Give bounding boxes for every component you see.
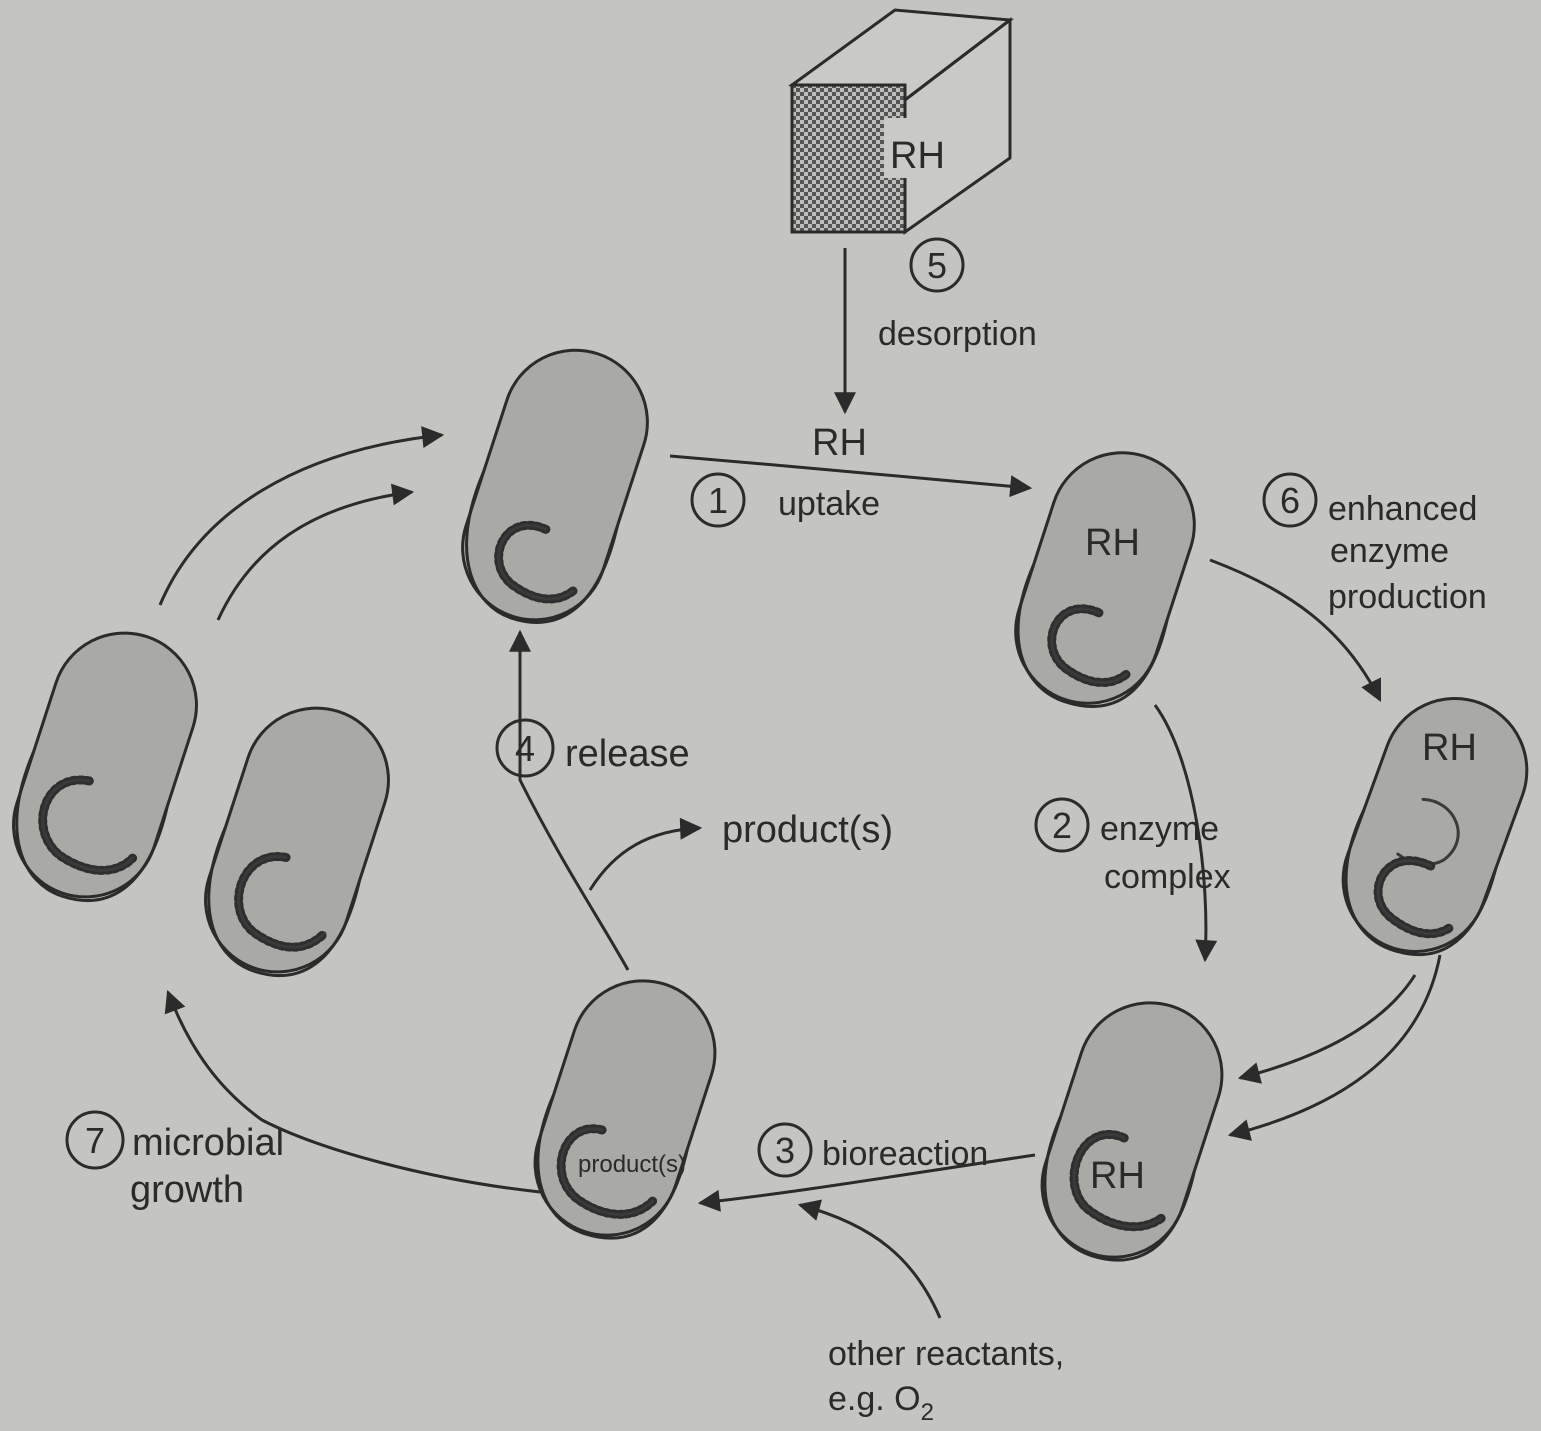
daughter-cell-left bbox=[12, 631, 198, 902]
svg-text:1: 1 bbox=[708, 480, 728, 521]
step-2-marker: 2 bbox=[1034, 797, 1090, 853]
step-1-marker: 1 bbox=[690, 472, 746, 528]
uptake-arrow bbox=[669, 454, 1033, 498]
enzyme-label-line2: complex bbox=[1104, 858, 1231, 896]
bioreaction-arrow bbox=[697, 1153, 1036, 1212]
products-out-label: product(s) bbox=[722, 809, 893, 851]
cell-induced bbox=[1341, 696, 1529, 957]
growth-label-line1: microbial bbox=[132, 1122, 284, 1164]
bioreaction-label: bioreaction bbox=[822, 1135, 988, 1173]
svg-text:5: 5 bbox=[927, 245, 947, 286]
desorption-label: desorption bbox=[878, 315, 1037, 353]
release-label: release bbox=[565, 733, 690, 775]
svg-text:4: 4 bbox=[515, 728, 535, 769]
enhanced-production-arrow bbox=[1209, 558, 1382, 702]
enhanced-label-line3: production bbox=[1328, 578, 1487, 616]
step-4-marker: 4 bbox=[495, 718, 555, 778]
step-5-marker: 5 bbox=[909, 237, 965, 293]
recycle-arrow-outer bbox=[158, 426, 445, 606]
products-inside-label: product(s) bbox=[578, 1151, 686, 1178]
reactants-label-line2: e.g. O2 bbox=[828, 1380, 934, 1426]
cube-rh-label: RH bbox=[890, 135, 945, 177]
induced-to-reaction-arrow-2 bbox=[1227, 954, 1442, 1141]
cell-rh-label-a: RH bbox=[1085, 522, 1140, 564]
daughter-cell-right bbox=[204, 706, 390, 977]
cell-rh-uptaken bbox=[1014, 451, 1196, 708]
step-3-marker: 3 bbox=[757, 1122, 813, 1178]
soil-particle-cube: RH bbox=[788, 8, 1014, 235]
release-arrow bbox=[509, 629, 630, 971]
step-7-marker: 7 bbox=[65, 1110, 125, 1170]
svg-text:6: 6 bbox=[1280, 480, 1300, 521]
enzyme-label-line1: enzyme bbox=[1100, 810, 1219, 848]
recycle-arrow-inner bbox=[216, 483, 415, 621]
cell-enzyme-complex bbox=[1040, 1001, 1224, 1262]
svg-text:7: 7 bbox=[85, 1120, 105, 1161]
enhanced-label-line1: enhanced bbox=[1328, 490, 1477, 528]
reactants-label-line1: other reactants, bbox=[828, 1335, 1064, 1373]
svg-text:3: 3 bbox=[775, 1130, 795, 1171]
enhanced-label-line2: enzyme bbox=[1330, 532, 1449, 570]
reactants-arrow bbox=[797, 1199, 942, 1319]
uptake-label: uptake bbox=[778, 485, 880, 523]
cell-rh-label-c: RH bbox=[1090, 1155, 1145, 1197]
cell-rh-label-b: RH bbox=[1422, 727, 1477, 769]
growth-arrow bbox=[164, 989, 541, 1194]
step-6-marker: 6 bbox=[1262, 472, 1318, 528]
cell-top bbox=[461, 348, 649, 624]
induced-to-reaction-arrow-1 bbox=[1237, 974, 1417, 1084]
cell-products bbox=[533, 979, 717, 1240]
free-rh-label: RH bbox=[812, 422, 867, 464]
products-out-arrow bbox=[588, 817, 703, 891]
enzyme-complex-arrow bbox=[1153, 704, 1218, 963]
growth-label-line2: growth bbox=[130, 1169, 244, 1211]
svg-text:2: 2 bbox=[1052, 805, 1072, 846]
